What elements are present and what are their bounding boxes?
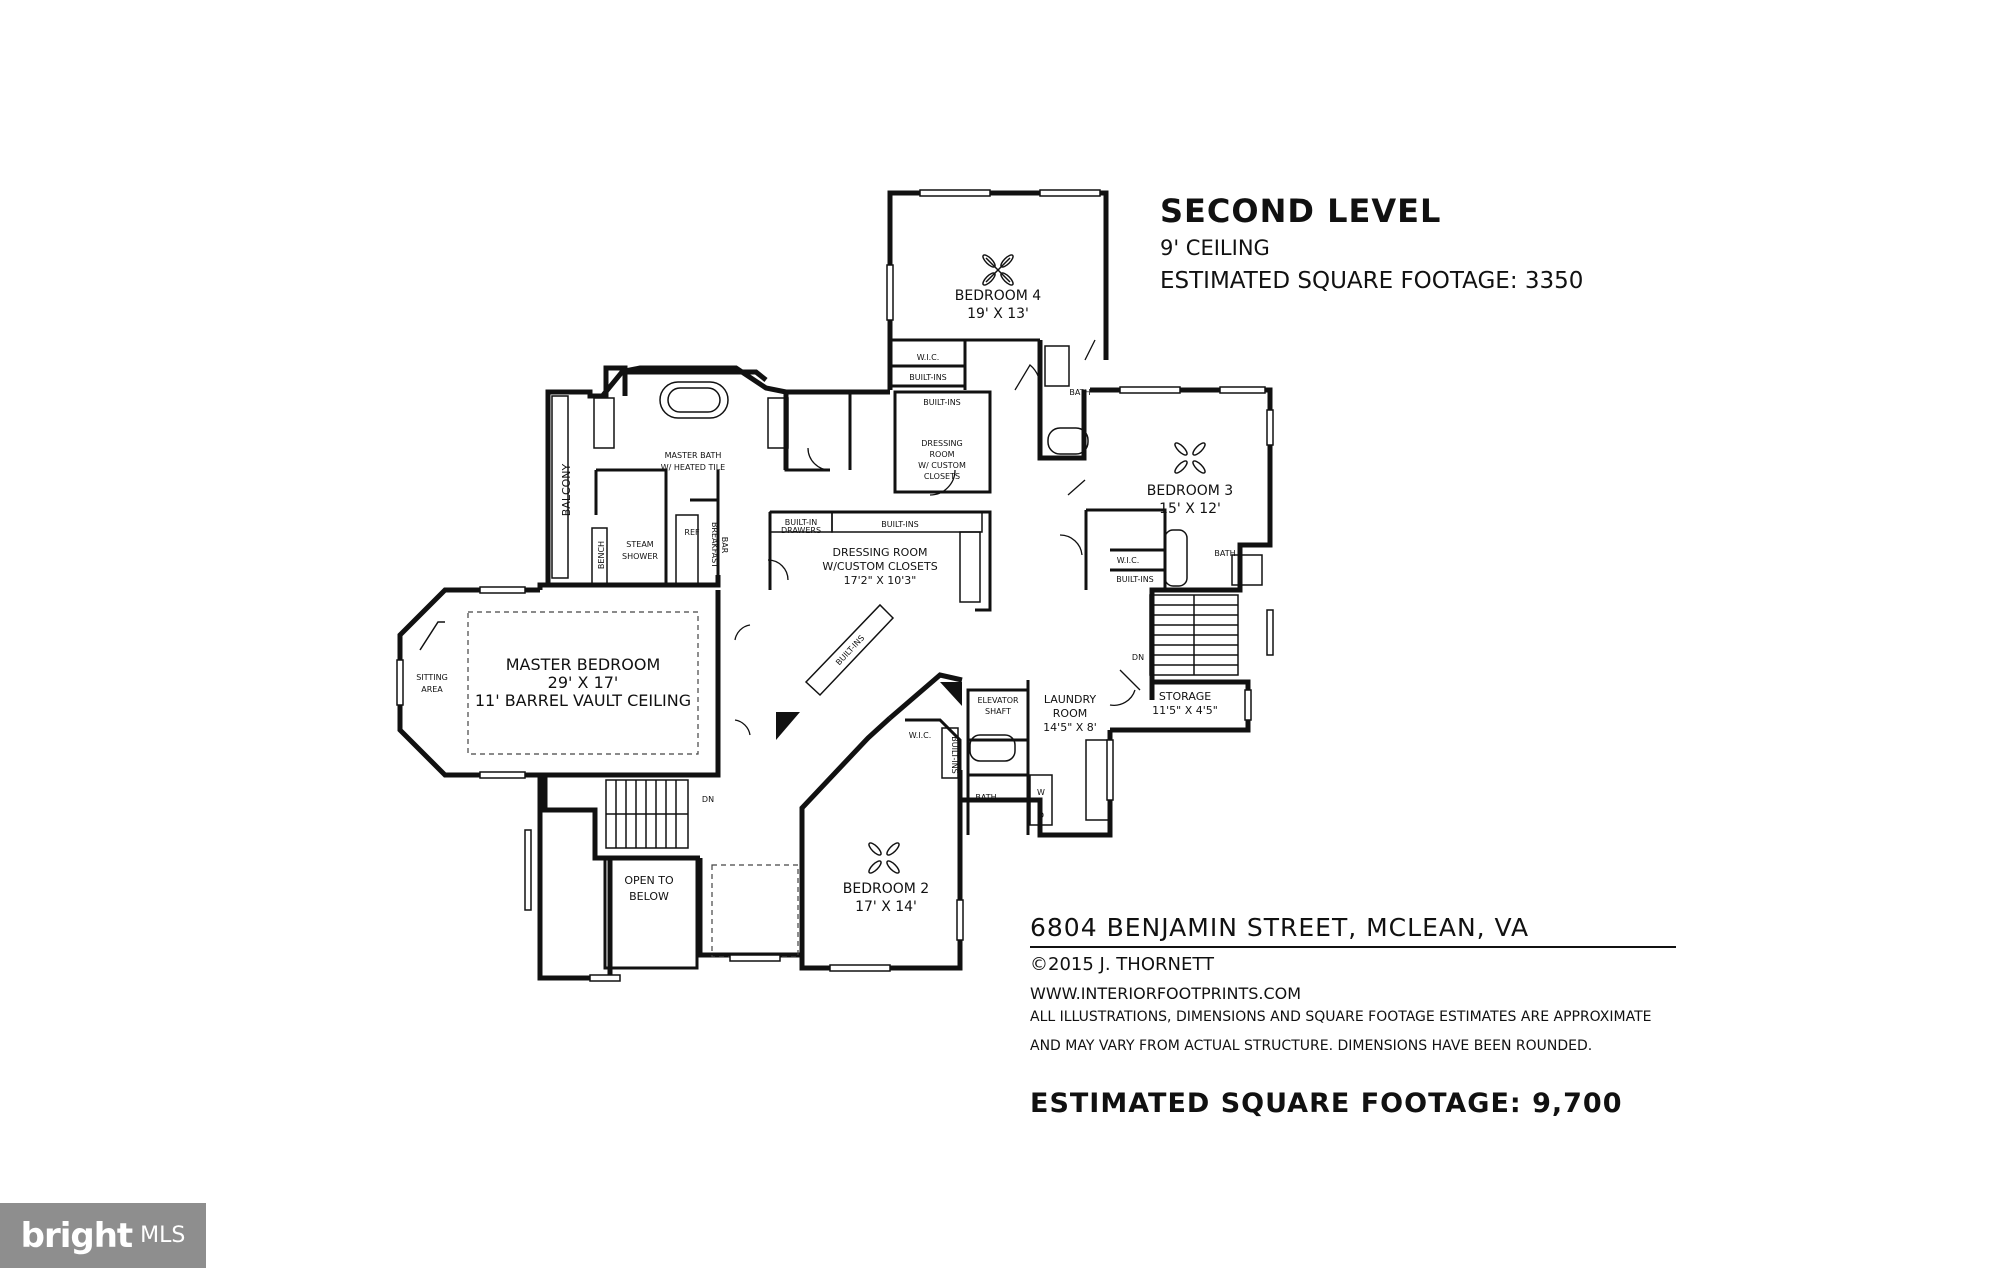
bath-label-2: BATH: [975, 793, 996, 802]
bedroom2-size: 17' X 14': [855, 899, 917, 915]
laundry-line2: ROOM: [1053, 707, 1087, 720]
bedroom3-wic-label: W.I.C.: [1117, 556, 1140, 565]
dressing-builtins-label: BUILT-INS: [923, 398, 961, 407]
master-bath-line2: W/ HEATED TILE: [661, 463, 725, 472]
dressing-main-builtins: BUILT-INS: [881, 520, 919, 529]
bath-label-4: BATH: [1069, 388, 1090, 397]
bright-mls-logo: bright MLS: [0, 1203, 206, 1268]
dressing-small-line1: DRESSING: [921, 439, 962, 448]
master-bedroom-note: 11' BARREL VAULT CEILING: [475, 691, 691, 710]
ceiling-fan-icon: [982, 254, 1014, 286]
open-to-below-line2: BELOW: [629, 890, 669, 903]
builtin-drawers-line2: DRAWERS: [781, 526, 821, 535]
elevator-line1: ELEVATOR: [977, 696, 1019, 705]
stairs-left-dn: DN: [702, 795, 714, 804]
ceiling-fan-icon: [1174, 442, 1206, 474]
windows: [396, 189, 1274, 982]
total-square-footage: ESTIMATED SQUARE FOOTAGE: 9,700: [1030, 1088, 1623, 1119]
steam-shower-line2: SHOWER: [622, 552, 658, 561]
steam-shower-line1: STEAM: [626, 540, 653, 549]
master-bedroom-name: MASTER BEDROOM: [506, 655, 661, 674]
property-address: 6804 BENJAMIN STREET, MCLEAN, VA: [1030, 913, 1530, 942]
bench-label: BENCH: [597, 541, 606, 569]
stairs-left: [605, 779, 689, 849]
bedroom4-size: 19' X 13': [967, 306, 1029, 322]
disclaimer-line-1: ALL ILLUSTRATIONS, DIMENSIONS AND SQUARE…: [1030, 1009, 1652, 1025]
dressing-main-line1: DRESSING ROOM: [833, 546, 928, 559]
dressing-small-line4: CLOSETS: [924, 472, 960, 481]
storage-size: 11'5" X 4'5": [1152, 704, 1218, 717]
bedroom4-name: BEDROOM 4: [955, 288, 1042, 304]
copyright-text: ©2015 J. THORNETT: [1030, 954, 1214, 975]
storage-name: STORAGE: [1159, 690, 1211, 703]
bedroom3-builtins-label: BUILT-INS: [1116, 575, 1154, 584]
master-bedroom-size: 29' X 17': [548, 673, 619, 692]
mls-logo-text: MLS: [140, 1223, 186, 1248]
address-divider: [1030, 946, 1676, 948]
stairs-right: [1149, 594, 1239, 676]
laundry-line1: LAUNDRY: [1044, 693, 1097, 706]
breakfast-bar-line2: BAR: [720, 537, 729, 554]
dressing-small-line3: W/ CUSTOM: [918, 461, 966, 470]
ref-label: REF: [684, 528, 700, 537]
stairs-right-dn: DN: [1132, 653, 1144, 662]
bedroom3-name: BEDROOM 3: [1147, 483, 1233, 499]
bedroom3-size: 15' X 12': [1159, 501, 1221, 517]
bedroom2-builtins-label: BUILT-INS: [950, 736, 959, 774]
dressing-main-line2: W/CUSTOM CLOSETS: [822, 560, 937, 573]
bedroom4-builtins-label: BUILT-INS: [909, 373, 947, 382]
level-title: SECOND LEVEL: [1160, 192, 1442, 230]
bright-logo-text: bright: [20, 1215, 134, 1256]
elevator-line2: SHAFT: [985, 707, 1011, 716]
bath-label-3: BATH: [1214, 549, 1235, 558]
washer-label: W: [1037, 788, 1045, 797]
doors: [734, 339, 1141, 736]
sitting-area-line1: SITTING: [416, 673, 448, 682]
level-square-footage: ESTIMATED SQUARE FOOTAGE: 3350: [1160, 268, 1584, 294]
ceiling-height: 9' CEILING: [1160, 236, 1270, 260]
interior-walls: [419, 338, 1263, 970]
master-bath-line1: MASTER BATH: [665, 451, 722, 460]
ceiling-fan-icon: [868, 842, 900, 874]
dressing-small-line2: ROOM: [929, 450, 954, 459]
bedroom2-wic-label: W.I.C.: [909, 731, 932, 740]
dressing-main-size: 17'2" X 10'3": [844, 574, 917, 587]
disclaimer-line-2: AND MAY VARY FROM ACTUAL STRUCTURE. DIME…: [1030, 1038, 1593, 1054]
breakfast-bar-line1: BREAKFAST: [710, 522, 719, 568]
vault-outline: [467, 611, 699, 755]
bedroom2-name: BEDROOM 2: [843, 881, 929, 897]
builtin-drawers-line1: BUILT-IN: [785, 518, 817, 527]
website-text: WWW.INTERIORFOOTPRINTS.COM: [1030, 984, 1302, 1003]
laundry-size: 14'5" X 8': [1043, 721, 1097, 734]
sitting-area-line2: AREA: [421, 685, 443, 694]
dryer-label: D: [1038, 811, 1044, 820]
open-to-below-line1: OPEN TO: [624, 874, 674, 887]
bedroom4-wic-label: W.I.C.: [917, 353, 940, 362]
balcony-label: BALCONY: [560, 463, 573, 516]
